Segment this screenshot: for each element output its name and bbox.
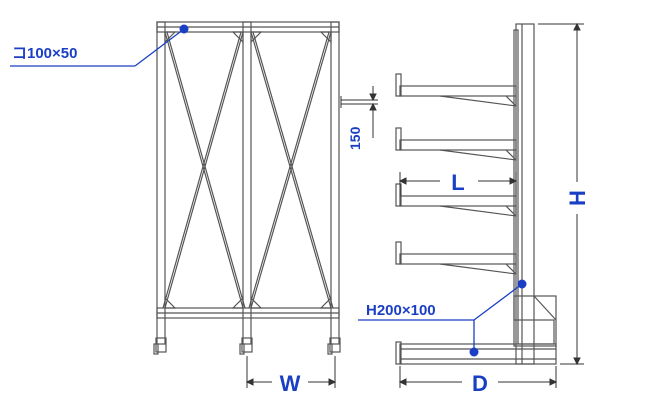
side-arm-2 bbox=[395, 127, 517, 161]
callout-dot bbox=[179, 24, 189, 34]
height-dimension bbox=[538, 22, 584, 366]
front-view bbox=[153, 21, 341, 355]
callout-dot-base bbox=[469, 347, 479, 357]
front-bracing-left bbox=[162, 31, 246, 309]
side-arm-4 bbox=[395, 241, 517, 275]
side-base bbox=[395, 295, 557, 365]
height-label: H bbox=[565, 190, 590, 206]
width-label: W bbox=[280, 371, 301, 396]
front-uprights bbox=[156, 21, 340, 345]
front-beam-label: コ100×50 bbox=[12, 45, 77, 62]
side-view bbox=[395, 23, 557, 365]
arm-length-dimension bbox=[398, 172, 518, 196]
front-bottom-beam bbox=[156, 307, 340, 319]
base-beam-label: H200×100 bbox=[366, 302, 436, 319]
front-gussets bbox=[164, 31, 332, 309]
callout-dot-column bbox=[517, 279, 527, 289]
depth-label: D bbox=[472, 371, 488, 396]
depth-dimension bbox=[398, 366, 558, 388]
width-dimension bbox=[245, 356, 337, 388]
front-feet bbox=[153, 337, 341, 355]
base-beam-callout bbox=[358, 279, 527, 357]
arm-spacing-label: 150 bbox=[347, 126, 363, 150]
front-beam-callout bbox=[10, 24, 189, 67]
side-column bbox=[513, 23, 535, 365]
arm-length-label: L bbox=[451, 170, 464, 195]
arm-spacing-dimension bbox=[340, 86, 378, 138]
side-arm-3 bbox=[395, 183, 517, 217]
front-bracing-right bbox=[248, 31, 334, 309]
side-arm-1 bbox=[395, 73, 517, 107]
